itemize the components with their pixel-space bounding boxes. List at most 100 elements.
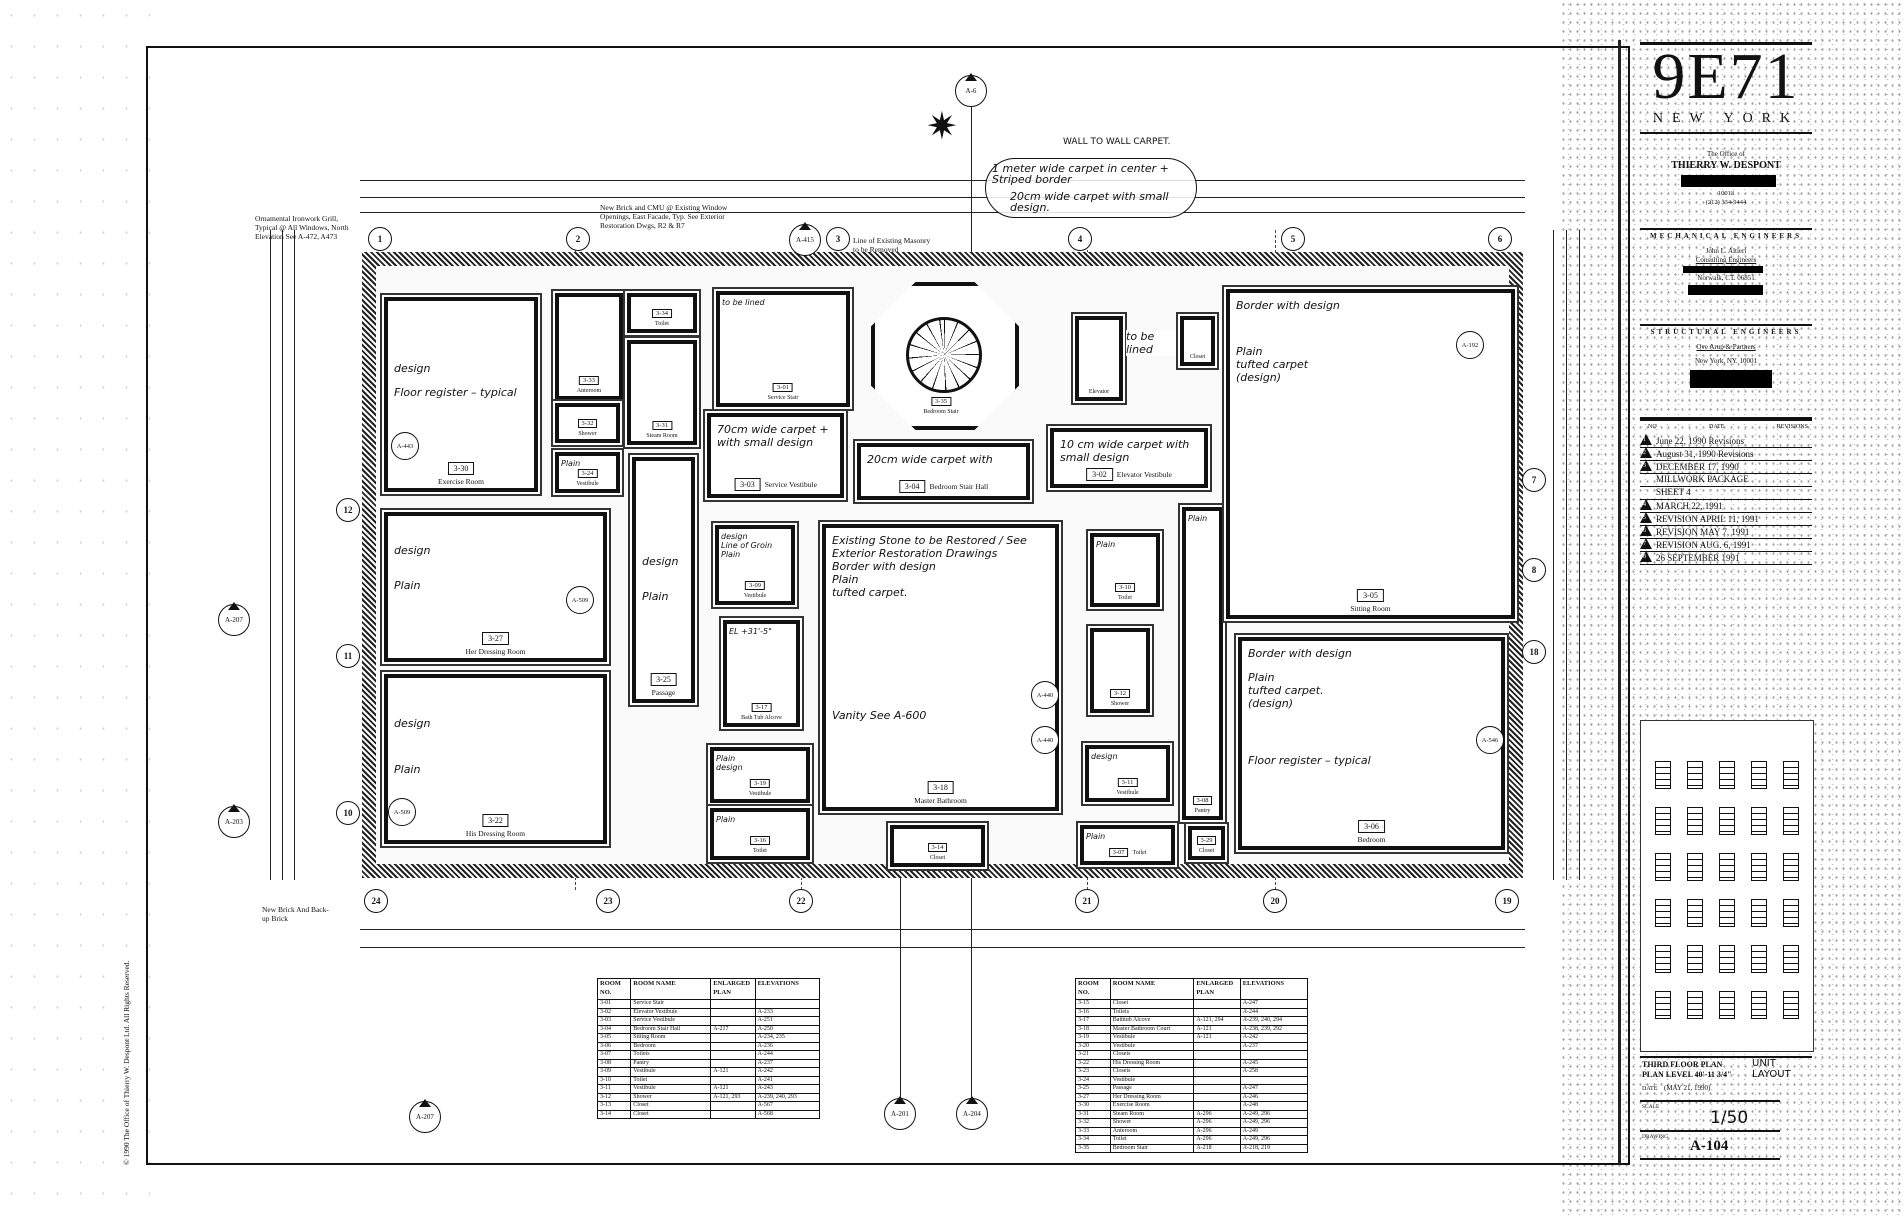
- schedule-cell: 3-05: [596, 1033, 632, 1043]
- schedule-cell: [1193, 1050, 1241, 1060]
- detail-callout: A-443: [391, 432, 419, 460]
- schedule-cell: [710, 999, 756, 1009]
- room-notes: Existing Stone to be Restored / See Exte…: [832, 534, 1049, 722]
- elevation-window: [1751, 807, 1767, 835]
- elevation-window: [1655, 807, 1671, 835]
- room-name: Shower: [1110, 701, 1130, 707]
- schedule-cell: His Dressing Room: [1109, 1058, 1195, 1068]
- handwritten-note: [642, 544, 685, 555]
- elevation-window: [1783, 945, 1799, 973]
- revision-text: DECEMBER 17, 1990: [1656, 462, 1739, 472]
- rule: [1640, 417, 1812, 421]
- handwritten-note: [394, 522, 597, 533]
- handwritten-note: [394, 329, 528, 340]
- schedule-cell: Bedroom Stair Hall: [630, 1024, 712, 1034]
- grid-bubble: 7: [1522, 468, 1546, 492]
- note-masonry: Line of Existing Masonry to be Removed: [853, 236, 931, 254]
- room-name: Steam Room: [646, 433, 678, 439]
- schedule-cell: [1239, 1050, 1309, 1060]
- elevation-window: [1687, 945, 1703, 973]
- room-number: 3-02: [1086, 468, 1113, 481]
- section-marker: A-201: [884, 1098, 916, 1130]
- handwritten-note: (design): [1236, 371, 1282, 384]
- dimension-line: [270, 230, 271, 880]
- schedule-cell: A-247: [1239, 999, 1309, 1009]
- schedule-cell: A-121: [710, 1067, 756, 1077]
- grid-bubble: 6: [1488, 227, 1512, 251]
- mechanical-name: John L. Altieri: [1705, 247, 1747, 255]
- schedule-cell: [1193, 1007, 1241, 1017]
- handwritten-note: [832, 610, 1049, 621]
- revision-number: 6: [1643, 528, 1646, 534]
- schedule-cell: 3-33: [1075, 1126, 1111, 1136]
- handwritten-note: [394, 741, 597, 752]
- revision-triangle-icon: 7: [1640, 538, 1652, 549]
- handwritten-note: Plain: [561, 459, 581, 468]
- revision-text: MILLWORK PACKAGE: [1656, 474, 1749, 484]
- revision-row: MILLWORK PACKAGE: [1640, 473, 1812, 487]
- schedule-cell: Shower: [630, 1092, 712, 1102]
- elevation-window: [1751, 991, 1767, 1019]
- schedule-cell: A-237: [754, 1058, 821, 1068]
- handwritten-note: Floor register – typical: [394, 386, 517, 399]
- schedule-cell: [1193, 1058, 1241, 1068]
- mechanical-heading: MECHANICAL ENGINEERS: [1650, 232, 1802, 240]
- architect-phone: (212) 334-9444: [1705, 199, 1747, 206]
- schedule-cell: A-568: [754, 1109, 821, 1119]
- schedule-cell: [1193, 1084, 1241, 1094]
- room-number: 3-03: [734, 478, 761, 491]
- room-name: Vestibule: [1116, 790, 1139, 796]
- elevation-window: [1783, 899, 1799, 927]
- handwritten-note: [1248, 710, 1495, 721]
- handwritten-note: Plain: [721, 550, 741, 559]
- dimension-line: [360, 197, 1525, 198]
- room-name: Vestibule: [576, 481, 599, 487]
- schedule-cell: Toilets: [1109, 1007, 1195, 1017]
- handwritten-note: [642, 500, 685, 511]
- revision-text: 26 SEPTEMBER 1991: [1656, 553, 1740, 563]
- room-number: 3-18: [927, 781, 954, 794]
- schedule-cell: A-296: [1193, 1118, 1241, 1128]
- room-name: Shower: [578, 431, 597, 437]
- schedule-cell: Closet: [630, 1109, 712, 1119]
- schedule-cell: A-247: [1239, 1084, 1309, 1094]
- schedule-cell: 3-34: [1075, 1135, 1111, 1145]
- handwritten-note: Plain: [394, 763, 421, 776]
- handwritten-note: Existing Stone to be Restored / See Exte…: [832, 534, 1027, 560]
- elevation-window: [1783, 807, 1799, 835]
- handwritten-note: [832, 676, 1049, 687]
- room-notes: EL +31'-5": [729, 627, 794, 636]
- note-new-brick-cmu: New Brick and CMU @ Existing Window Open…: [600, 203, 728, 230]
- room-name: Vestibule: [748, 791, 772, 797]
- schedule-cell: Shower: [1109, 1118, 1195, 1128]
- schedule-cell: A-244: [754, 1050, 821, 1060]
- rule: [1640, 228, 1812, 230]
- elevation-window: [1655, 899, 1671, 927]
- schedule-cell: A-244: [1239, 1007, 1309, 1017]
